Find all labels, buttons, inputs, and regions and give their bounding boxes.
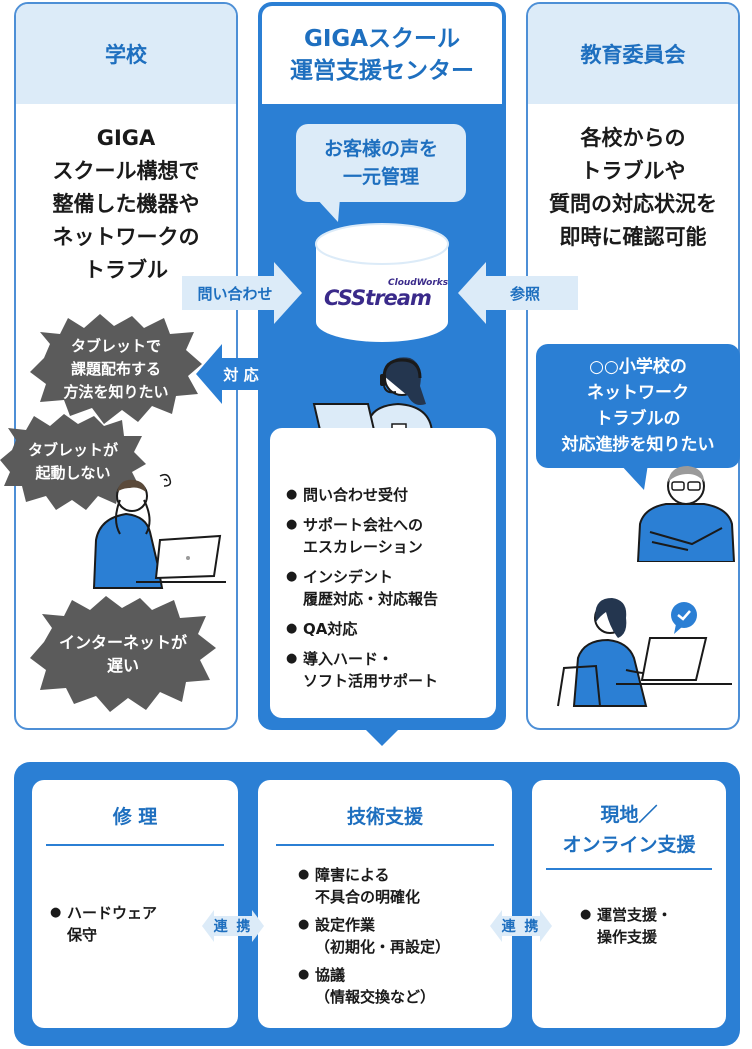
response-arrow: 対 応 [196, 344, 266, 404]
onsite-list: 運営支援・ 操作支援 [580, 904, 722, 954]
list-item: 導入ハード・ ソフト活用サポート [286, 648, 490, 692]
board-bubble-text: ○○小学校の ネットワーク トラブルの 対応進捗を知りたい [561, 357, 715, 455]
school-description: GIGA スクール構想で 整備した機器や ネットワークの トラブル [52, 126, 200, 282]
list-item: 運営支援・ 操作支援 [580, 904, 722, 948]
concern-cloud-2: タブレットが 起動しない [0, 414, 146, 510]
link-label-1: 連 携 [213, 919, 253, 935]
concern-cloud-1: タブレットで 課題配布する 方法を知りたい [30, 314, 202, 424]
tech-divider [276, 844, 494, 846]
board-official-illustration [636, 466, 736, 562]
onsite-card: 現地／ オンライン支援 運営支援・ 操作支援 [532, 780, 726, 1028]
board-bubble: ○○小学校の ネットワーク トラブルの 対応進捗を知りたい [536, 344, 740, 468]
list-item: インシデント 履歴対応・対応報告 [286, 566, 490, 610]
center-bubble-tail [316, 198, 340, 222]
list-item: QA対応 [286, 618, 490, 640]
laptop-user-illustration [557, 598, 732, 707]
board-bubble-tail [620, 464, 648, 490]
services-list: 問い合わせ受付 サポート会社への エスカレーション インシデント 履歴対応・対応… [286, 484, 490, 700]
concern-cloud-3: インターネットが 遅い [30, 596, 216, 712]
board-description: 各校からの トラブルや 質問の対応状況を 即時に確認可能 [549, 126, 717, 249]
link-arrow-2: 連 携 [490, 906, 552, 946]
list-item: サポート会社への エスカレーション [286, 514, 490, 558]
link-label-2: 連 携 [501, 919, 541, 935]
list-item: 障害による 不具合の明確化 [298, 864, 508, 908]
inquiry-label: 問い合わせ [197, 284, 273, 303]
onsite-divider [546, 868, 712, 870]
onsite-title: 現地／ オンライン支援 [562, 804, 696, 856]
tech-card: 技術支援 障害による 不具合の明確化 設定作業 （初期化・再設定） 協議 （情報… [258, 780, 512, 1028]
response-label: 対 応 [223, 365, 259, 384]
database-icon [315, 223, 449, 342]
concern-3-text: インターネットが 遅い [58, 633, 187, 675]
center-bubble-text: お客様の声を 一元管理 [323, 138, 438, 188]
list-item: 設定作業 （初期化・再設定） [298, 914, 508, 958]
repair-divider [46, 844, 224, 846]
check-badge-icon [671, 602, 697, 634]
list-item: 協議 （情報交換など） [298, 964, 508, 1008]
repair-list: ハードウェア 保守 [50, 902, 232, 952]
concern-2-text: タブレットが 起動しない [27, 441, 118, 482]
list-item: 問い合わせ受付 [286, 484, 490, 506]
center-title: GIGAスクール 運営支援センター [262, 6, 502, 104]
services-card: 問い合わせ受付 サポート会社への エスカレーション インシデント 履歴対応・対応… [270, 428, 496, 718]
troubled-person-illustration [92, 473, 226, 589]
list-item: ハードウェア 保守 [50, 902, 232, 946]
logo-main: CSStream [324, 286, 432, 310]
tech-list: 障害による 不具合の明確化 設定作業 （初期化・再設定） 協議 （情報交換など） [298, 864, 508, 1014]
logo-sub: CloudWorks [388, 278, 449, 288]
tech-title: 技術支援 [346, 806, 423, 828]
school-title: 学校 [16, 4, 236, 104]
center-pointer [364, 728, 400, 746]
reference-label: 参照 [509, 284, 540, 303]
reference-arrow: 参照 [458, 262, 578, 324]
csstream-logo: CSStream CloudWorks [322, 278, 448, 314]
link-arrow-1: 連 携 [202, 906, 264, 946]
repair-title: 修 理 [112, 806, 158, 828]
support-partners-area: 修 理 ハードウェア 保守 技術支援 障害による 不具合の明確化 設定作業 （初… [14, 762, 740, 1046]
inquiry-arrow: 問い合わせ [182, 262, 302, 324]
concern-1-text: タブレットで 課題配布する 方法を知りたい [63, 336, 169, 401]
center-bubble: お客様の声を 一元管理 [296, 124, 466, 202]
repair-card: 修 理 ハードウェア 保守 [32, 780, 238, 1028]
board-title: 教育委員会 [528, 4, 738, 104]
